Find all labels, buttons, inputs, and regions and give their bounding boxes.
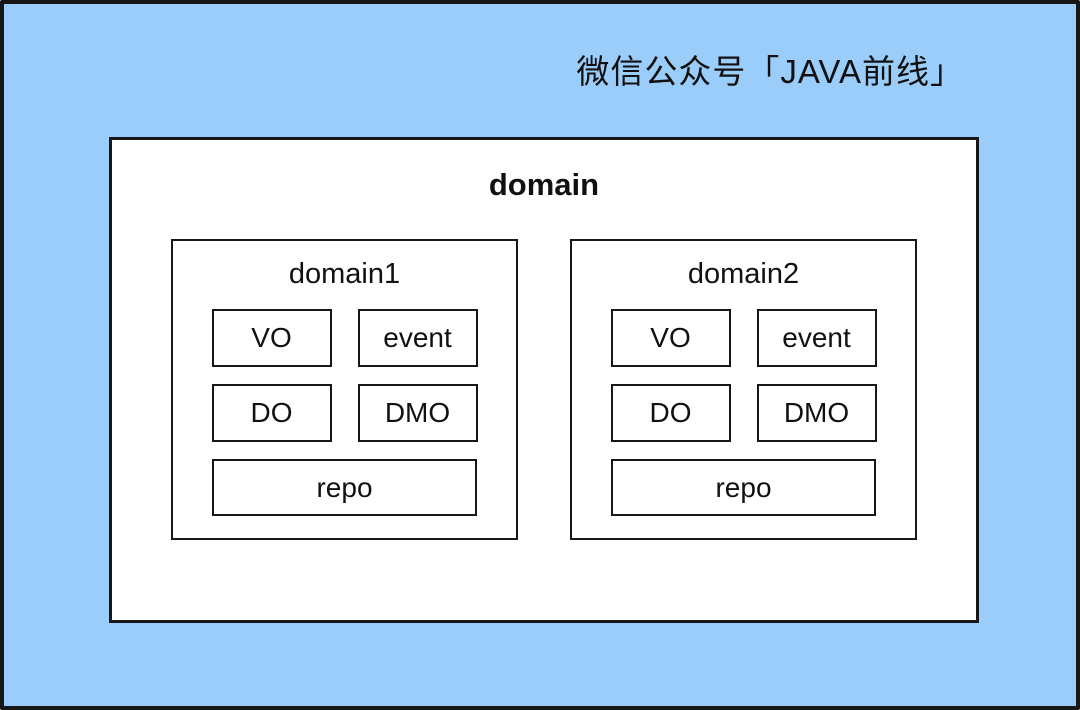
domain2-row-2: DO DMO xyxy=(572,384,915,442)
domain2-row-1: VO event xyxy=(572,309,915,367)
domain-container: domain domain1 VO event DO DMO repo d xyxy=(109,137,979,623)
subdomain-row: domain1 VO event DO DMO repo domain2 VO xyxy=(112,239,976,540)
domain2-do-box: DO xyxy=(610,384,731,442)
domain2-repo-box: repo xyxy=(611,459,876,516)
domain-title: domain xyxy=(488,167,600,202)
domain2-row-3: repo xyxy=(572,459,915,516)
domain1-vo-box: VO xyxy=(211,309,332,367)
domain1-do-box: DO xyxy=(211,384,332,442)
domain2-box: domain2 VO event DO DMO repo xyxy=(570,239,917,540)
domain1-title: domain1 xyxy=(288,258,401,290)
domain1-box: domain1 VO event DO DMO repo xyxy=(171,239,518,540)
domain1-dmo-box: DMO xyxy=(357,384,478,442)
domain2-dmo-box: DMO xyxy=(756,384,877,442)
domain1-row-3: repo xyxy=(173,459,516,516)
domain2-vo-box: VO xyxy=(610,309,731,367)
domain1-event-box: event xyxy=(357,309,478,367)
domain1-row-2: DO DMO xyxy=(173,384,516,442)
domain1-repo-box: repo xyxy=(212,459,477,516)
domain2-event-box: event xyxy=(756,309,877,367)
watermark-text: 微信公众号「JAVA前线」 xyxy=(576,53,964,90)
domain2-title: domain2 xyxy=(687,258,800,290)
domain1-row-1: VO event xyxy=(173,309,516,367)
